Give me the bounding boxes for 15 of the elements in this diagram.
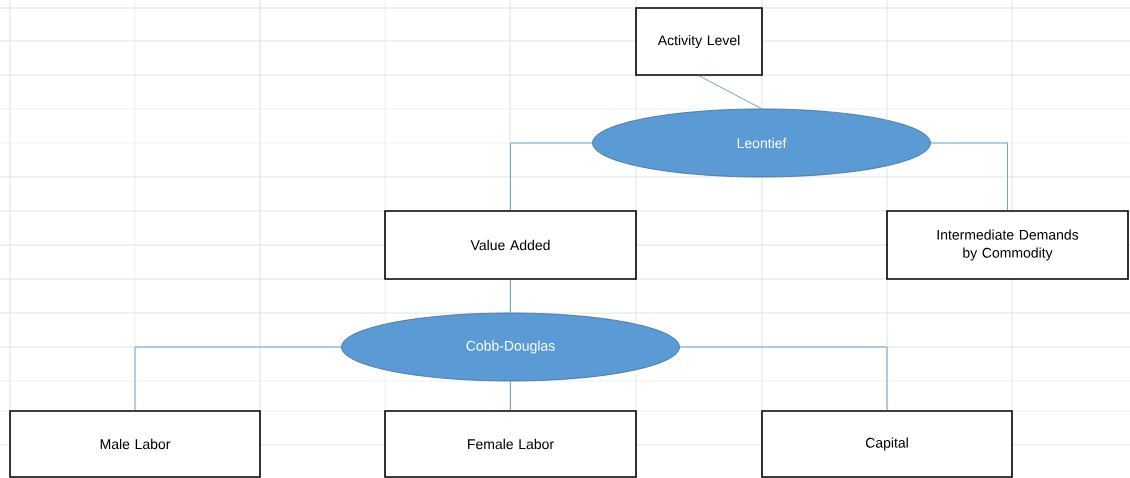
connector-line [679,346,888,411]
process-box: Intermediate Demands by Commodity [886,210,1129,280]
process-box: Activity Level [635,7,763,76]
ellipse-node: Leontief [592,108,931,178]
connector-line [134,346,342,411]
ellipse-node: Cobb-Douglas [341,312,680,382]
connector-line [510,279,511,314]
process-box: Male Labor [9,410,261,478]
process-box: Female Labor [384,410,637,478]
connector-line [510,142,593,211]
process-box: Capital [761,410,1013,478]
process-box: Value Added [384,210,637,280]
connector-line [698,75,762,110]
connector-line [930,142,1008,211]
connector-line [510,380,511,411]
